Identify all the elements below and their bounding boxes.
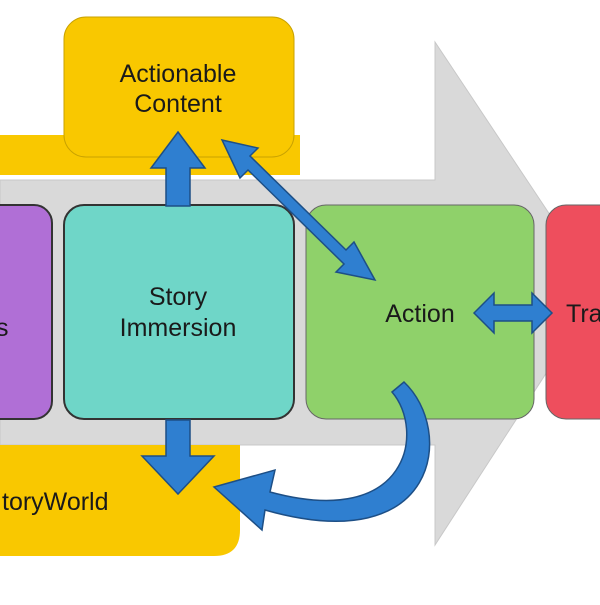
action-to-storyworld-curve: [212, 380, 431, 532]
actionable-content-label-line1: Actionable: [120, 60, 237, 88]
content-to-action-arrow: [220, 138, 377, 282]
story-immersion-box: [63, 204, 295, 420]
story-to-storyworld-arrow: [140, 419, 216, 496]
storyworld-label: toryWorld: [2, 488, 109, 516]
story-immersion-label-line1: Story: [149, 283, 208, 311]
left-partial-box: [0, 204, 53, 420]
story-immersion-label-line2: Immersion: [120, 314, 237, 342]
action-label: Action: [385, 300, 454, 328]
actionable-content-label-line2: Content: [134, 90, 222, 118]
action-to-right-arrow: [472, 291, 554, 335]
left-partial-label: s: [0, 314, 9, 342]
right-partial-label: Tra: [566, 300, 600, 328]
story-to-content-arrow: [149, 130, 207, 207]
